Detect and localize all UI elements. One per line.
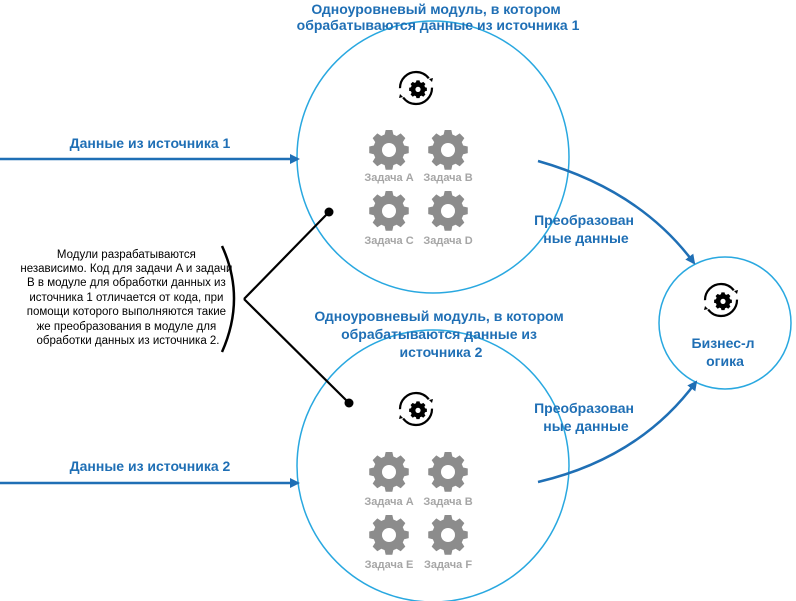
business-logic-label-line: огика (706, 353, 744, 369)
note-pointer-1 (243, 211, 330, 300)
business-logic-label: Бизнес-л огика (692, 335, 759, 369)
module-1-title-line: Одноуровневый модуль, в котором (311, 1, 560, 17)
task-label: Задача C (364, 235, 413, 247)
module-2-title-line: источника 2 (400, 344, 483, 360)
module-1-title-line: обрабатываются данные из источника 1 (297, 17, 580, 33)
transformed-1-arrow (537, 159, 696, 265)
note-line: источника 1 отличается от кода, при (29, 292, 223, 304)
transformed-2-arrow (537, 380, 698, 484)
transformed-2-label-line: ные данные (543, 418, 629, 434)
source-2-label: Данные из источника 2 (70, 458, 231, 474)
gear-icon (369, 452, 409, 492)
module-2-title-line: обрабатываются данные из (341, 326, 537, 342)
note-pointer-dot (344, 398, 354, 408)
note-pointer-2 (243, 298, 350, 404)
note-text: Модули разрабатываются независимо. Код д… (20, 249, 235, 347)
note-line: обработки данных из источника 2. (36, 335, 219, 347)
transformed-2-label-line: Преобразован (534, 400, 634, 416)
note-line: независимо. Код для задачи A и задачи (20, 263, 232, 275)
task-label: Задача B (423, 172, 472, 184)
gear-icon (428, 452, 468, 492)
note-line: же преобразования в модуле для (37, 321, 217, 333)
task-label: Задача B (423, 496, 472, 508)
module-1-title: Одноуровневый модуль, в котором обрабаты… (297, 1, 580, 33)
note-line: Модули разрабатываются (57, 249, 196, 261)
note-bracket (220, 245, 236, 353)
source-1-label: Данные из источника 1 (70, 135, 231, 151)
module-2-title-line: Одноуровневый модуль, в котором (314, 308, 563, 324)
transformed-1-label-line: Преобразован (534, 212, 634, 228)
gear-icon (428, 515, 468, 555)
business-logic-label-line: Бизнес-л (692, 335, 755, 351)
gear-icon (369, 515, 409, 555)
transformed-1-label: Преобразован ные данные (534, 212, 638, 246)
module-1-circle (296, 20, 570, 294)
transformed-2-label: Преобразован ные данные (534, 400, 638, 434)
note-line: B в модуле для обработки данных из (27, 277, 226, 289)
note-pointer-dot (324, 207, 334, 217)
task-label: Задача A (364, 172, 413, 184)
gear-icon (428, 130, 468, 170)
gear-icon (428, 191, 468, 231)
task-label: Задача A (364, 496, 413, 508)
task-label: Задача F (424, 559, 472, 571)
task-label: Задача E (365, 559, 414, 571)
module-2-title: Одноуровневый модуль, в котором обрабаты… (314, 308, 567, 360)
gear-icon (369, 130, 409, 170)
transformed-1-label-line: ные данные (543, 230, 629, 246)
business-logic-circle (658, 256, 792, 390)
module-2-circle (296, 329, 570, 601)
note-line: помощи которого выполняются такие (27, 306, 226, 318)
gear-icon (369, 191, 409, 231)
task-label: Задача D (423, 235, 472, 247)
